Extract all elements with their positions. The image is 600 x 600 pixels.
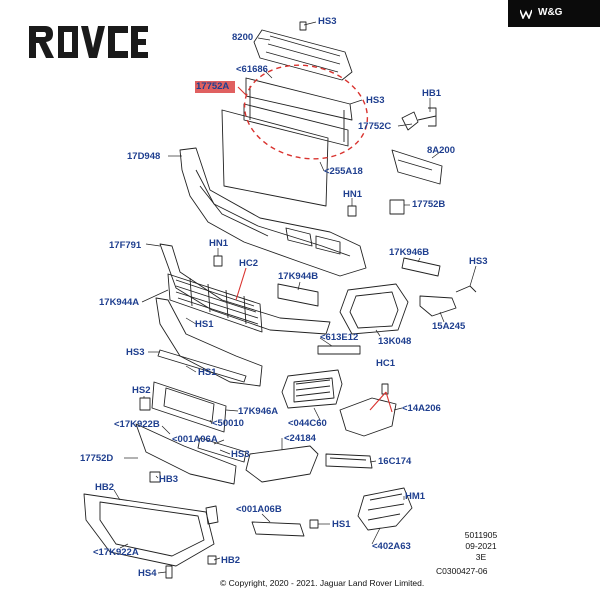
- reference-line-3: 3E: [475, 552, 487, 562]
- copyright-notice: © Copyright, 2020 - 2021. Jaguar Land Ro…: [220, 578, 425, 588]
- part-label-17752b: 17752B: [412, 199, 446, 210]
- part-label-hn1-b: HN1: [209, 238, 229, 249]
- part-label-17k946b: 17K946B: [389, 247, 430, 258]
- part-label-17d948: 17D948: [127, 151, 161, 162]
- brand-badge: W&G: [508, 0, 600, 27]
- part-label-402a63: <402A63: [372, 541, 411, 552]
- part-label-hb2-b: HB2: [221, 555, 241, 566]
- part-label-17752A: 17752A: [196, 81, 230, 92]
- part-label-hc2: HC2: [239, 258, 259, 269]
- part-label-hs4: HS4: [138, 568, 157, 579]
- highlight-dashed-ellipse: [243, 64, 369, 160]
- part-label-hs1-a: HS1: [195, 319, 214, 330]
- part-label-hs3-d: HS3: [126, 347, 145, 358]
- part-label-hs2: HS2: [132, 385, 151, 396]
- part-label-hm1: HM1: [405, 491, 426, 502]
- part-label-15a245: 15A245: [432, 321, 466, 332]
- part-label-24184: <24184: [284, 433, 316, 444]
- part-label-17f791: 17F791: [109, 240, 142, 251]
- highlighted-part-label-bg: [195, 81, 235, 93]
- part-label-hs1-c: HS1: [332, 519, 351, 530]
- part-label-hs1-b: HS1: [198, 367, 217, 378]
- part-label-13k048: 13K048: [378, 336, 412, 347]
- part-label-hs3-b: HS3: [366, 95, 385, 106]
- part-label-8200: 8200: [232, 32, 254, 43]
- part-label-001a06a: <001A06A: [172, 434, 218, 445]
- part-label-50010: <50010: [212, 418, 244, 429]
- part-label-14a206: <14A206: [402, 403, 441, 414]
- part-label-044c60: <044C60: [288, 418, 327, 429]
- part-label-613e12: <613E12: [320, 332, 359, 343]
- part-label-hs3-top: HS3: [318, 16, 337, 27]
- part-label-hb1: HB1: [422, 88, 442, 99]
- reference-line-1: 5011905: [464, 530, 498, 540]
- part-label-17752c: 17752C: [358, 121, 392, 132]
- part-label-17k944a: 17K944A: [99, 297, 140, 308]
- rovce-logo: [29, 26, 148, 58]
- part-label-61686: <61686: [236, 64, 268, 75]
- part-label-17k944b: 17K944B: [278, 271, 319, 282]
- part-label-hs3-e: HS3: [231, 449, 250, 460]
- part-label-17k922a: <17K922A: [93, 547, 139, 558]
- part-label-hb3: HB3: [159, 474, 179, 485]
- part-label-hn1-a: HN1: [343, 189, 363, 200]
- part-label-17752d: 17752D: [80, 453, 114, 464]
- reference-block: 5011905 09-2021 3E: [451, 530, 511, 563]
- part-label-hs3-c: HS3: [469, 256, 488, 267]
- part-label-255a18: <255A18: [324, 166, 363, 177]
- part-label-8a200: 8A200: [427, 145, 455, 156]
- part-label-hc1: HC1: [376, 358, 396, 369]
- wg-logo-icon: [520, 9, 532, 19]
- part-label-16c174: 16C174: [378, 456, 412, 467]
- part-label-001a06b: <001A06B: [236, 504, 282, 515]
- badge-text: W&G: [538, 7, 563, 18]
- part-label-hb2-a: HB2: [95, 482, 115, 493]
- reference-code: C0300427-06: [436, 566, 488, 576]
- part-label-17k946a: 17K946A: [238, 406, 279, 417]
- reference-line-2: 09-2021: [465, 541, 497, 551]
- part-label-17k922b: <17K922B: [114, 419, 160, 430]
